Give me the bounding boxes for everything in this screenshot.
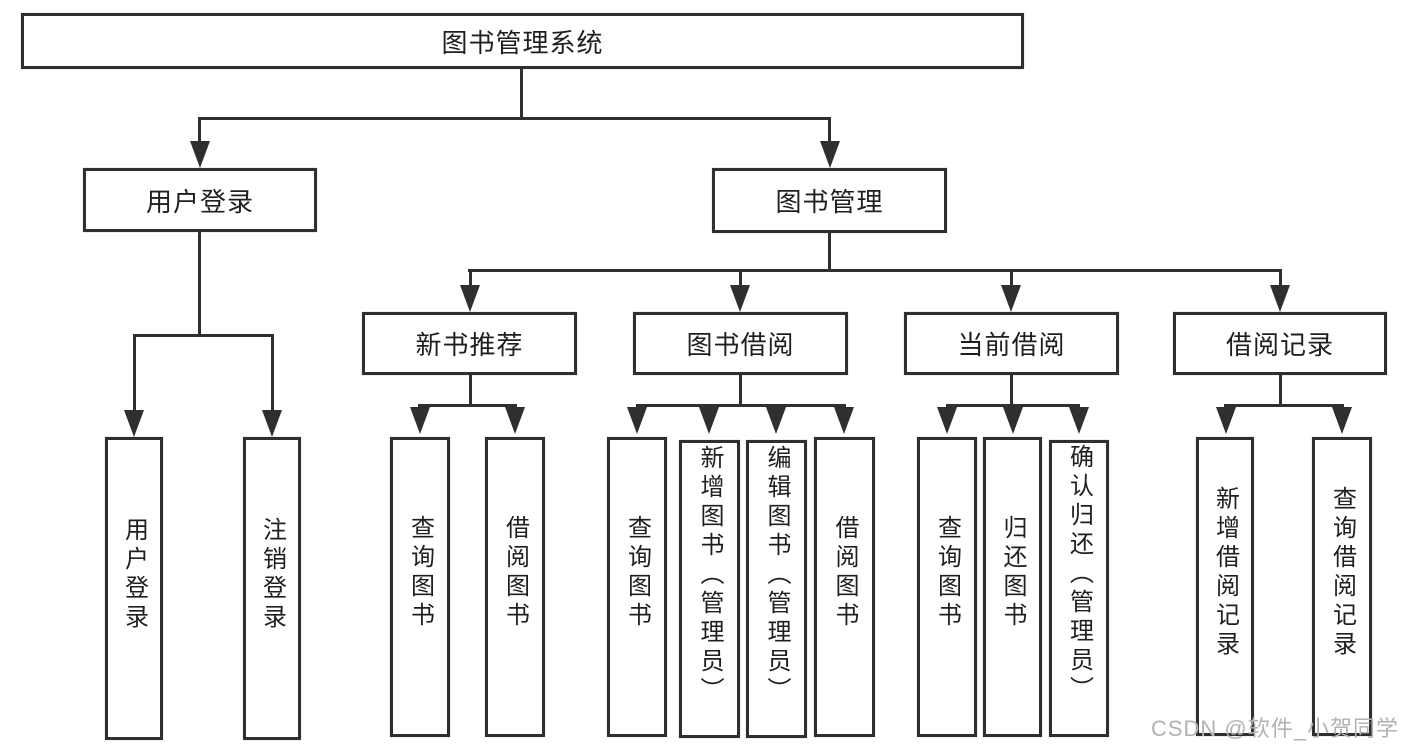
connector-current-borrow-stub xyxy=(1010,374,1013,406)
root-node-book-management-system: 图书管理系统 xyxy=(21,13,1024,69)
arrow-down-icon xyxy=(1332,407,1352,434)
leaf-query-books-current: 查询图书 xyxy=(917,437,977,737)
leaf-query-books-borrowing-label: 查询图书 xyxy=(623,515,651,631)
connector-borrow-records-stub xyxy=(1279,374,1282,406)
node-book-borrowing: 图书借阅 xyxy=(633,312,848,375)
arrow-down-icon xyxy=(505,407,525,434)
leaf-edit-book-admin: 编辑图书（管理员） xyxy=(746,440,807,738)
arrow-down-icon xyxy=(262,410,282,437)
connector-user-login-bar xyxy=(133,334,274,337)
leaf-query-books-current-label: 查询图书 xyxy=(933,515,961,631)
arrow-down-icon xyxy=(730,285,750,312)
arrow-down-icon xyxy=(1003,407,1023,434)
connector-to-user-login xyxy=(198,117,201,142)
node-user-login: 用户登录 xyxy=(83,168,317,232)
leaf-user-login-label: 用户登录 xyxy=(120,516,148,633)
leaf-borrow-books-borrowing-label: 借阅图书 xyxy=(831,515,858,631)
arrow-down-icon xyxy=(699,407,719,434)
connector-to-leaf-user-login xyxy=(133,334,136,411)
leaf-query-books-recommend: 查询图书 xyxy=(390,437,450,737)
connector-to-leaf-logout xyxy=(271,334,274,411)
arrow-down-icon xyxy=(460,285,480,312)
leaf-query-borrow-record-label: 查询借阅记录 xyxy=(1328,485,1356,660)
leaf-add-book-admin: 新增图书（管理员） xyxy=(679,440,740,738)
leaf-confirm-return-admin-label: 确认归还（管理员） xyxy=(1065,444,1093,705)
leaf-add-borrow-record-label: 新增借阅记录 xyxy=(1211,485,1239,660)
arrow-down-icon xyxy=(937,407,957,434)
connector-to-borrow-records xyxy=(1279,269,1282,287)
connector-new-book-stub xyxy=(469,374,472,406)
leaf-query-borrow-record: 查询借阅记录 xyxy=(1312,437,1372,736)
leaf-user-login: 用户登录 xyxy=(105,437,163,740)
arrow-down-icon xyxy=(820,141,840,168)
connector-book-borrow-stub xyxy=(739,374,742,406)
node-book-management-label: 图书管理 xyxy=(775,187,884,217)
connector-new-book-bar xyxy=(418,404,517,407)
leaf-query-books-borrowing: 查询图书 xyxy=(607,437,667,737)
connector-book-borrow-bar xyxy=(636,404,846,407)
node-current-borrowing: 当前借阅 xyxy=(904,312,1119,375)
connector-current-borrow-bar xyxy=(946,404,1080,407)
leaf-return-books-label: 归还图书 xyxy=(999,515,1026,631)
arrow-down-icon xyxy=(1069,407,1089,434)
leaf-add-borrow-record: 新增借阅记录 xyxy=(1196,437,1254,736)
connector-level1-bar xyxy=(198,117,831,120)
root-node-label: 图书管理系统 xyxy=(441,27,604,58)
connector-user-login-stub xyxy=(198,232,201,337)
connector-book-management-stub xyxy=(828,233,831,271)
node-book-borrowing-label: 图书借阅 xyxy=(686,330,795,360)
leaf-add-book-admin-label: 新增图书（管理员） xyxy=(696,444,723,706)
connector-to-current-borrow xyxy=(1010,269,1013,287)
connector-to-book-borrow xyxy=(739,269,742,287)
leaf-borrow-books-recommend-label: 借阅图书 xyxy=(501,515,529,631)
node-current-borrowing-label: 当前借阅 xyxy=(957,330,1066,360)
leaf-borrow-books-recommend: 借阅图书 xyxy=(485,437,545,737)
arrow-down-icon xyxy=(124,410,144,437)
leaf-logout-label: 注销登录 xyxy=(258,516,286,633)
arrow-down-icon xyxy=(1216,407,1236,434)
arrow-down-icon xyxy=(834,407,854,434)
leaf-query-books-recommend-label: 查询图书 xyxy=(406,515,434,631)
leaf-logout: 注销登录 xyxy=(243,437,301,740)
arrow-down-icon xyxy=(410,407,430,434)
connector-root-stub xyxy=(520,68,523,118)
leaf-edit-book-admin-label: 编辑图书（管理员） xyxy=(763,444,790,706)
node-borrowing-records: 借阅记录 xyxy=(1173,312,1387,375)
leaf-return-books: 归还图书 xyxy=(983,437,1042,737)
node-new-book-recommendation-label: 新书推荐 xyxy=(415,330,524,360)
node-user-login-label: 用户登录 xyxy=(145,186,254,217)
arrow-down-icon xyxy=(1001,285,1021,312)
node-borrowing-records-label: 借阅记录 xyxy=(1225,330,1334,360)
arrow-down-icon xyxy=(627,407,647,434)
connector-level2-bar xyxy=(468,269,1281,272)
arrow-down-icon xyxy=(190,141,210,168)
arrow-down-icon xyxy=(1270,285,1290,312)
connector-to-new-book xyxy=(469,269,472,287)
connector-to-book-management xyxy=(828,117,831,142)
arrow-down-icon xyxy=(766,407,786,434)
leaf-borrow-books-borrowing: 借阅图书 xyxy=(814,437,875,737)
node-new-book-recommendation: 新书推荐 xyxy=(362,312,577,375)
leaf-confirm-return-admin: 确认归还（管理员） xyxy=(1049,440,1109,737)
csdn-watermark: CSDN @软件_小贺同学 xyxy=(1150,716,1399,741)
node-book-management: 图书管理 xyxy=(712,168,947,233)
connector-borrow-records-bar xyxy=(1224,404,1344,407)
